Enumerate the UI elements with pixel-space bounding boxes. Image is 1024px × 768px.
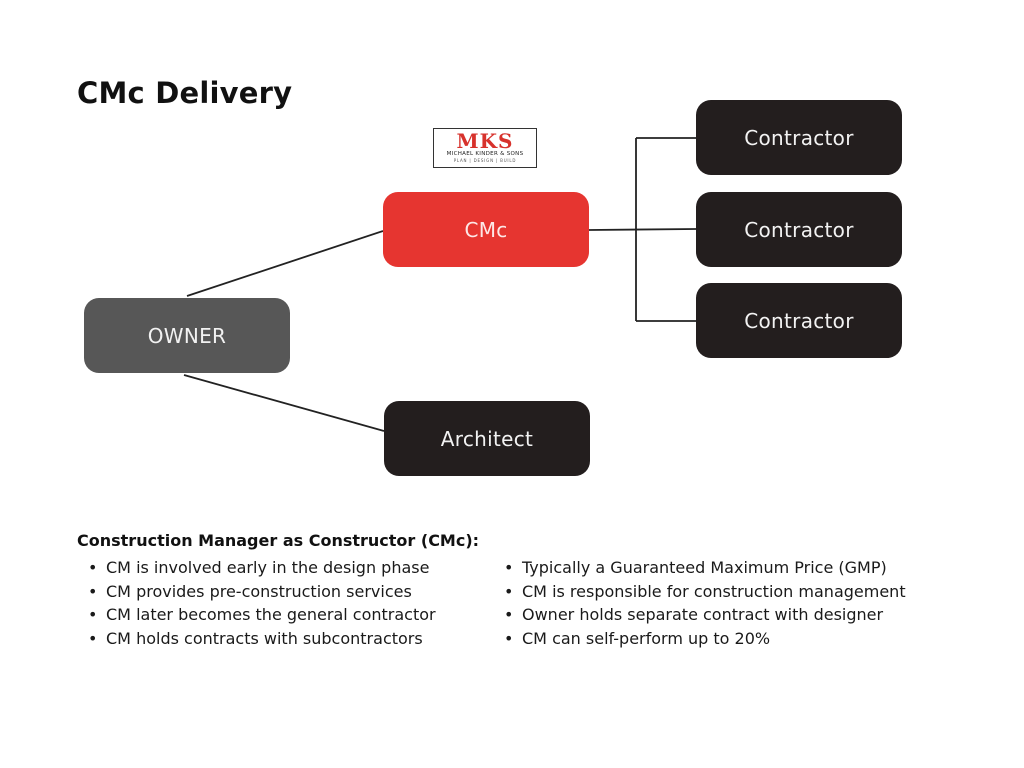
node-owner: OWNER <box>84 298 290 373</box>
bullet-icon: • <box>504 628 514 648</box>
bullet-icon: • <box>504 581 514 601</box>
node-architect: Architect <box>384 401 590 476</box>
list-item-text: CM is responsible for construction manag… <box>522 581 906 601</box>
list-item: • Owner holds separate contract with desi… <box>502 603 906 627</box>
node-contractor-3: Contractor <box>696 283 902 358</box>
list-item-text: CM later becomes the general contractor <box>106 605 436 624</box>
bullet-icon: • <box>504 558 514 577</box>
logo-company-name: MICHAEL KINDER & SONS <box>446 151 524 157</box>
mks-logo: MKS MICHAEL KINDER & SONS PLAN | DESIGN … <box>433 128 537 168</box>
node-cmc: CMc <box>383 192 589 267</box>
list-item-text: CM provides pre-construction services <box>106 581 412 601</box>
list-item-text: Owner holds separate contract with desig… <box>522 605 884 624</box>
list-item: • CM later becomes the general contractor <box>86 603 436 627</box>
logo-mark: MKS <box>456 129 514 153</box>
list-item: • Typically a Guaranteed Maximum Price (G… <box>502 556 906 580</box>
notes-list-right: • Typically a Guaranteed Maximum Price (G… <box>502 556 906 650</box>
node-architect-label: Architect <box>440 426 534 451</box>
diagram-title: CMc Delivery <box>77 76 293 110</box>
list-item: • CM is involved early in the design phas… <box>86 556 436 580</box>
bullet-icon: • <box>88 628 98 648</box>
list-item: • CM can self-perform up to 20% <box>502 627 906 651</box>
list-item: • CM provides pre-construction services <box>86 580 436 604</box>
notes-heading: Construction Manager as Constructor (CMc… <box>77 531 480 550</box>
connector-owner-architect <box>183 374 385 432</box>
connector-owner-cmc <box>186 230 384 297</box>
node-contractor-label: Contractor <box>744 125 854 150</box>
logo-tagline: PLAN | DESIGN | BUILD <box>453 158 517 163</box>
node-owner-label: OWNER <box>147 323 227 348</box>
bullet-icon: • <box>88 581 98 601</box>
node-contractor-label: Contractor <box>744 217 854 242</box>
list-item-text: CM is involved early in the design phase <box>106 558 430 577</box>
list-item-text: Typically a Guaranteed Maximum Price (GM… <box>522 558 887 577</box>
notes-list-left: • CM is involved early in the design phas… <box>86 556 436 650</box>
node-cmc-label: CMc <box>464 217 508 242</box>
node-contractor-1: Contractor <box>696 100 902 175</box>
list-item-text: CM holds contracts with subcontractors <box>106 628 423 648</box>
node-contractor-label: Contractor <box>744 308 854 333</box>
list-item: • CM holds contracts with subcontractors <box>86 627 436 651</box>
node-contractor-2: Contractor <box>696 192 902 267</box>
connector-cmc-trunk <box>588 228 697 231</box>
bullet-icon: • <box>504 605 514 624</box>
bullet-icon: • <box>88 605 98 624</box>
bullet-icon: • <box>88 558 98 577</box>
list-item: • CM is responsible for construction mana… <box>502 580 906 604</box>
list-item-text: CM can self-perform up to 20% <box>522 628 771 648</box>
